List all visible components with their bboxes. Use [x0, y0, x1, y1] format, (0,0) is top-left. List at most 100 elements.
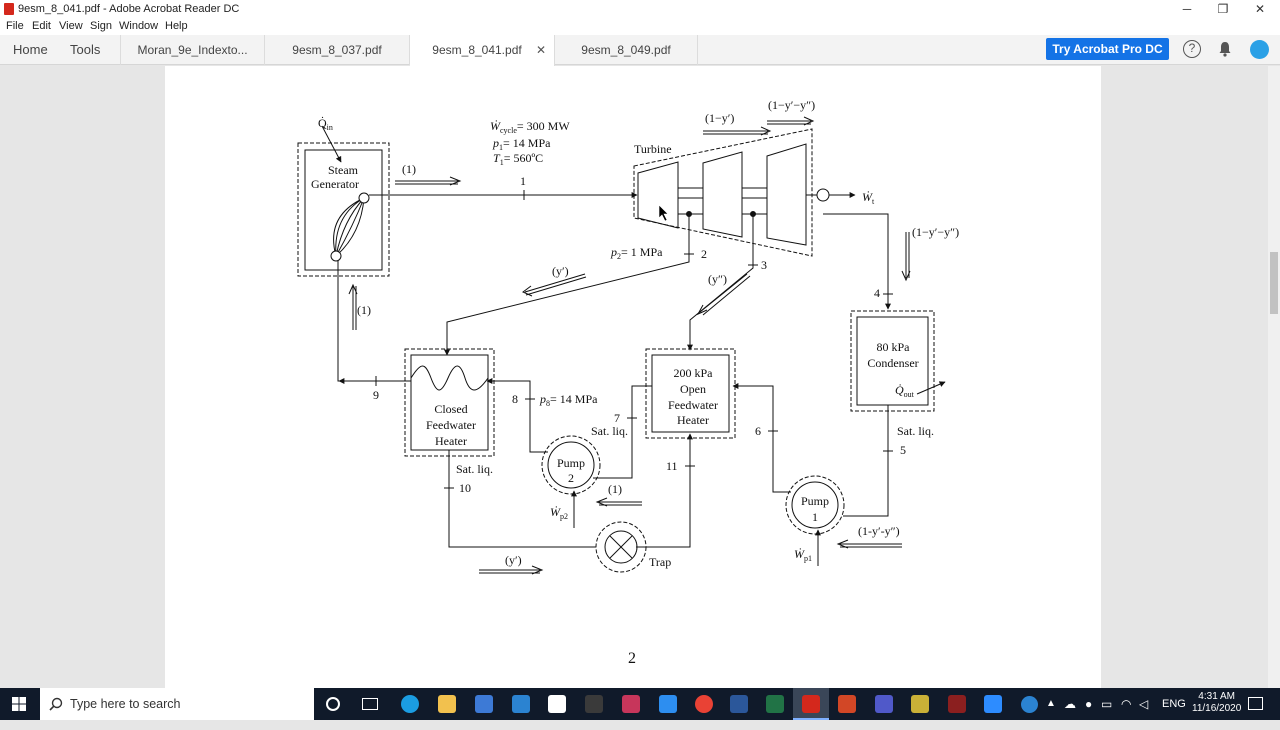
steam-generator-box: [304, 149, 383, 271]
excel-icon[interactable]: [766, 695, 784, 713]
tab-document[interactable]: 9esm_8_049.pdf: [555, 35, 698, 65]
mouse-cursor-icon: [658, 204, 669, 222]
help-tray-icon[interactable]: [1021, 696, 1038, 713]
onedrive-icon[interactable]: ☁: [1064, 697, 1076, 711]
volume-icon[interactable]: ◁: [1139, 697, 1149, 711]
bitdefender-icon[interactable]: [622, 695, 640, 713]
pump2-label-1: Pump: [557, 456, 585, 470]
menu-view[interactable]: View: [59, 20, 83, 32]
minimize-button[interactable]: ─: [1182, 2, 1192, 16]
flow-y-trap-label: (y′): [505, 553, 522, 567]
clock-date: 11/16/2020: [1192, 703, 1242, 714]
scrollbar-thumb[interactable]: [1270, 252, 1278, 314]
flow-pump1-label: (1-y′-y″): [858, 524, 900, 538]
flow-1-pump2-label: (1): [608, 482, 622, 496]
edge-icon[interactable]: [401, 695, 419, 713]
tray-chevron-icon[interactable]: ▲: [1046, 698, 1056, 709]
chrome-icon[interactable]: [695, 695, 713, 713]
vertical-scrollbar[interactable]: [1268, 66, 1280, 688]
condenser-box: [856, 316, 929, 406]
closed-fwh-coil: [410, 365, 489, 391]
trap-circle: [604, 530, 638, 564]
state-7-label: 7: [614, 411, 620, 425]
tab-document-active[interactable]: 9esm_8_041.pdf ✕: [410, 35, 555, 66]
maximize-button[interactable]: ❐: [1217, 2, 1229, 16]
w-p1-label: Ẇp1: [794, 546, 812, 563]
store-icon[interactable]: [475, 695, 493, 713]
amazon-icon[interactable]: [548, 695, 566, 713]
zoom-icon[interactable]: [984, 695, 1002, 713]
flow-1-up-label: (1): [357, 303, 371, 317]
open-fwh-box: [651, 354, 730, 433]
menu-window[interactable]: Window: [119, 20, 159, 32]
windows-start-icon[interactable]: [12, 697, 26, 711]
try-acrobat-pro-button[interactable]: Try Acrobat Pro DC: [1046, 38, 1169, 60]
close-tab-icon[interactable]: ✕: [535, 43, 546, 57]
home-tab[interactable]: Home: [13, 42, 48, 57]
account-avatar[interactable]: [1250, 40, 1269, 59]
word-icon[interactable]: [730, 695, 748, 713]
turbine-label: Turbine: [634, 142, 672, 156]
taskbar-search-box[interactable]: Type here to search: [40, 688, 314, 720]
flow-1-label: (1): [402, 162, 416, 176]
closed-fwh-label-2: Feedwater: [426, 418, 476, 432]
lightning-app-icon[interactable]: [585, 695, 603, 713]
menu-file[interactable]: File: [6, 20, 24, 32]
w-cycle-label: Ẇcycle= 300 MW: [490, 118, 570, 135]
p1-label: p1= 14 MPa: [492, 136, 551, 152]
turbine-stage-ip: [702, 151, 743, 238]
file-explorer-icon[interactable]: [438, 695, 456, 713]
state-5-label: 5: [900, 443, 906, 457]
app-icon[interactable]: [948, 695, 966, 713]
pump1-label-1: Pump: [801, 494, 829, 508]
notifications-icon[interactable]: [1248, 697, 1263, 710]
battery-icon[interactable]: ▭: [1101, 697, 1113, 711]
microphone-icon[interactable]: ●: [1085, 697, 1093, 711]
menu-help[interactable]: Help: [165, 20, 188, 32]
turbine-stage-hp: [637, 161, 679, 229]
turbine-stage-lp: [766, 143, 807, 246]
flow-1-minus-y-minus-y2-label: (1−y′−y″): [768, 98, 815, 112]
close-window-button[interactable]: ✕: [1254, 2, 1266, 16]
turbine-boundary: [633, 128, 813, 257]
flow-y1-label: (y′): [552, 264, 569, 278]
q-out-label: Q̇out: [895, 383, 915, 399]
wifi-icon[interactable]: ◠: [1121, 697, 1132, 711]
flow-y2-label: (y″): [708, 272, 727, 286]
open-fwh-label-1: 200 kPa: [674, 366, 714, 380]
powerpoint-icon[interactable]: [838, 695, 856, 713]
task-view-icon[interactable]: [362, 698, 378, 710]
state-4-label: 4: [874, 286, 880, 300]
help-icon[interactable]: ?: [1183, 40, 1201, 58]
dropbox-icon[interactable]: [659, 695, 677, 713]
language-indicator[interactable]: ENG: [1162, 698, 1186, 710]
tab-label: 9esm_8_049.pdf: [581, 43, 671, 57]
pump2-label-2: 2: [568, 471, 574, 485]
tab-label: 9esm_8_041.pdf: [432, 43, 522, 57]
notification-bell-icon[interactable]: [1217, 41, 1233, 57]
media-player-icon[interactable]: [911, 695, 929, 713]
cortana-icon[interactable]: [326, 697, 340, 711]
menu-edit[interactable]: Edit: [32, 20, 51, 32]
clock[interactable]: 4:31 AM 11/16/2020: [1192, 691, 1241, 723]
window-title: 9esm_8_041.pdf - Adobe Acrobat Reader DC: [18, 3, 240, 15]
sat-liq-5-label: Sat. liq.: [897, 424, 934, 438]
tab-document[interactable]: Moran_9e_Indexto...: [120, 35, 265, 65]
teams-icon[interactable]: [875, 695, 893, 713]
document-viewer: Q̇in Steam Generator Ẇcycle= 300 MW p1= …: [0, 66, 1268, 688]
menu-sign[interactable]: Sign: [90, 20, 113, 32]
tools-tab[interactable]: Tools: [70, 42, 101, 57]
trap-label: Trap: [649, 555, 671, 569]
pump1-label-2: 1: [812, 510, 818, 524]
tab-document[interactable]: 9esm_8_037.pdf: [265, 35, 410, 65]
rankine-cycle-diagram: Q̇in Steam Generator Ẇcycle= 300 MW p1= …: [297, 98, 959, 667]
acrobat-taskbar-active[interactable]: [793, 688, 829, 720]
open-fwh-label-3: Feedwater: [668, 398, 718, 412]
p8-label: p8= 14 MPa: [539, 392, 598, 408]
mail-icon[interactable]: [512, 695, 530, 713]
condenser-boundary: [850, 310, 935, 412]
condenser-label-1: 80 kPa: [877, 340, 911, 354]
boiler-tubes: [333, 197, 365, 257]
steam-generator-label-1: Steam: [328, 163, 359, 177]
tab-label: 9esm_8_037.pdf: [292, 43, 382, 57]
